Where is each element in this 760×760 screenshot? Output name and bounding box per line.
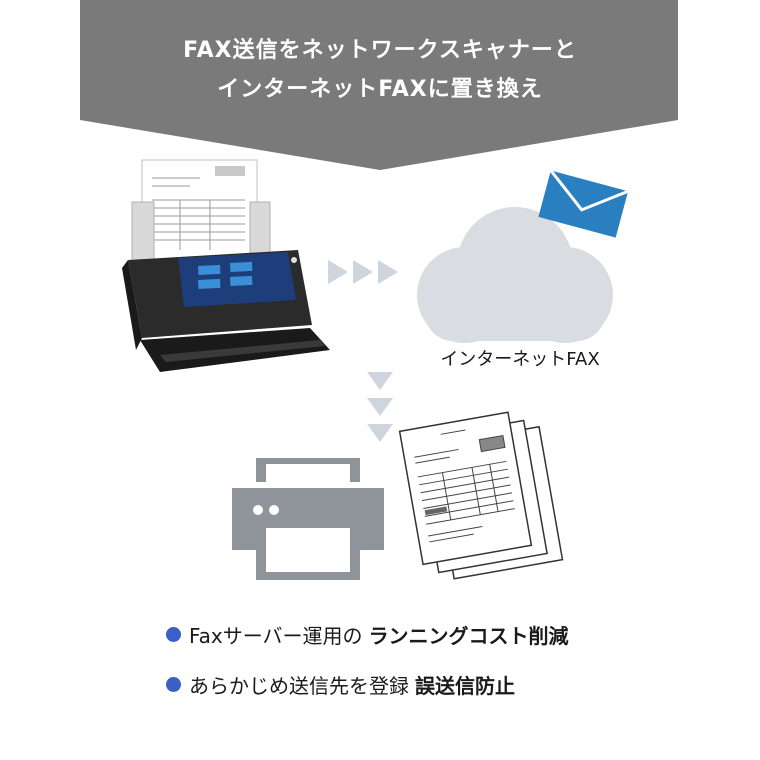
banner-title-line-1: FAX送信をネットワークスキャナーと	[183, 38, 577, 63]
arrow-right-icon	[328, 260, 398, 284]
arrow-down-icon	[367, 372, 393, 442]
bullet-text: Faxサーバー運用の	[189, 624, 363, 648]
scanner-icon	[122, 159, 330, 372]
bullet-text: あらかじめ送信先を登録	[189, 674, 409, 698]
bullet-dot-icon	[166, 677, 181, 692]
banner-title-line-2: インターネットFAXに置き換え	[217, 77, 543, 102]
internet-fax-label: インターネットFAX	[440, 349, 600, 370]
envelope-icon	[538, 170, 629, 238]
bullet-misdelivery: あらかじめ送信先を登録 誤送信防止	[166, 670, 515, 699]
bullet-bold-text: ランニングコスト削減	[368, 624, 569, 648]
bullet-bold-text: 誤送信防止	[415, 674, 515, 698]
bullet-running-cost: Faxサーバー運用の ランニングコスト削減	[166, 620, 569, 649]
printer-icon	[232, 458, 384, 580]
header-banner	[80, 0, 678, 170]
fax-documents-icon	[398, 411, 564, 580]
bullet-dot-icon	[166, 627, 181, 642]
cloud-icon	[417, 207, 613, 343]
